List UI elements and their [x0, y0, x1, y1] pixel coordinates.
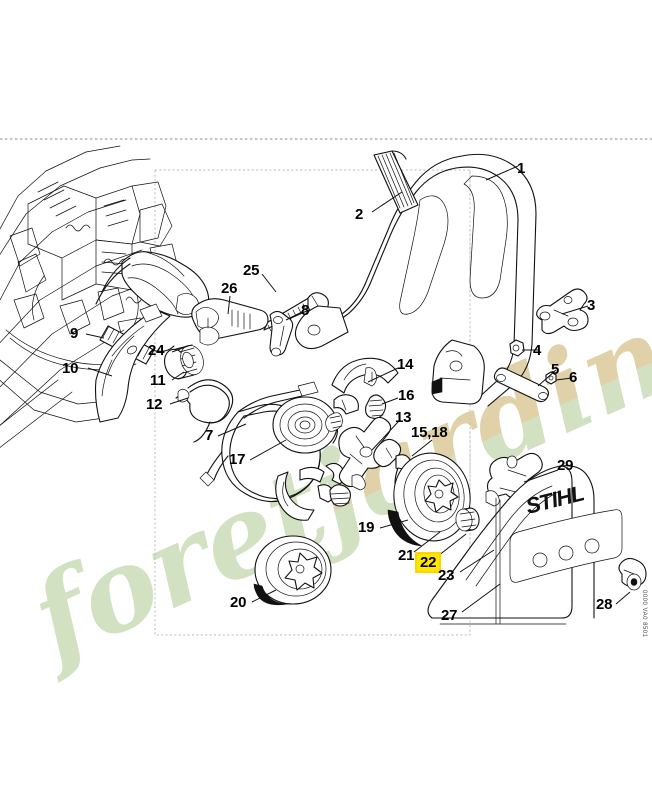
- leader-lines: [85, 165, 631, 613]
- part-5-link-bar: [493, 367, 550, 403]
- part-27-clutch-cover: STIHL: [427, 465, 623, 625]
- part-4-nut: [509, 339, 525, 357]
- callout-19[interactable]: 19: [358, 519, 375, 536]
- callout-20[interactable]: 20: [230, 594, 247, 611]
- part-3-bracket: [536, 288, 589, 335]
- part-19-spring-washer: [329, 484, 351, 507]
- callout-28[interactable]: 28: [596, 596, 613, 613]
- part-21-clutch-drum: [387, 452, 530, 563]
- callout-1[interactable]: 1: [517, 160, 526, 177]
- callout-26[interactable]: 26: [221, 280, 238, 297]
- callout-10[interactable]: 10: [62, 360, 79, 377]
- callout-2[interactable]: 2: [355, 206, 364, 223]
- callout-17[interactable]: 17: [229, 451, 246, 468]
- callout-6[interactable]: 6: [569, 369, 578, 386]
- part-10-hand-guard: [94, 309, 171, 423]
- engine-body-art: [0, 145, 179, 448]
- callout-16[interactable]: 16: [398, 387, 415, 404]
- callout-8[interactable]: 8: [301, 302, 310, 319]
- part-1-handlebar: [294, 153, 537, 407]
- part-6-small-nut: [545, 371, 557, 385]
- part-2-grip: [373, 150, 419, 214]
- part-20-spur-sprocket: [253, 535, 332, 606]
- callout-22-highlighted[interactable]: 22: [415, 552, 442, 573]
- callout-24[interactable]: 24: [148, 342, 165, 359]
- callout-25[interactable]: 25: [243, 262, 260, 279]
- callout-5[interactable]: 5: [551, 361, 560, 378]
- part-14-band-cover: [331, 357, 399, 415]
- part-11-collar: [164, 344, 204, 380]
- part-17-clutch-drum: [272, 396, 343, 454]
- callout-15-18[interactable]: 15,18: [411, 424, 448, 441]
- part-26-brake-pawl: [191, 298, 269, 346]
- callout-9[interactable]: 9: [70, 325, 79, 342]
- part-12-torsion-spring: [175, 379, 234, 443]
- callout-13[interactable]: 13: [395, 409, 412, 426]
- callout-21[interactable]: 21: [398, 547, 415, 564]
- callout-23[interactable]: 23: [438, 567, 455, 584]
- part-22-needle-bearing: [455, 507, 480, 532]
- callout-14[interactable]: 14: [397, 356, 414, 373]
- part-16-spring: [365, 394, 387, 419]
- callout-27[interactable]: 27: [441, 607, 458, 624]
- callout-29[interactable]: 29: [557, 457, 574, 474]
- callout-12[interactable]: 12: [146, 396, 163, 413]
- part-28-cover-nut: [618, 557, 647, 591]
- part-7-brake-band: [199, 381, 321, 503]
- callout-7[interactable]: 7: [205, 427, 214, 444]
- callout-11[interactable]: 11: [150, 372, 166, 389]
- callout-3[interactable]: 3: [587, 297, 596, 314]
- part-8-link: [269, 310, 294, 357]
- callout-4[interactable]: 4: [533, 342, 542, 359]
- diagram-edge-code: 0000 VA0 8501: [641, 590, 647, 638]
